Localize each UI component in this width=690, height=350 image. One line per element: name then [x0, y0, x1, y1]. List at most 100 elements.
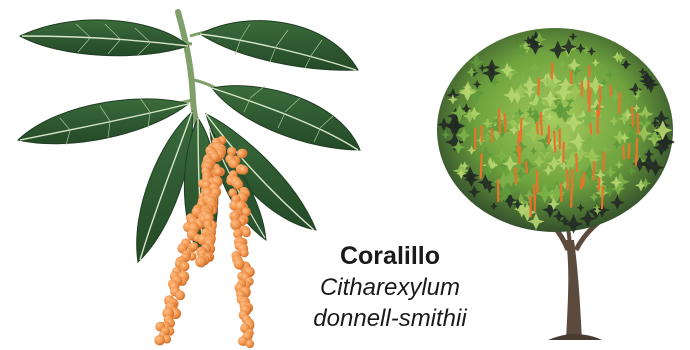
crown-leaf — [524, 125, 543, 144]
flower-spike — [588, 88, 592, 113]
crown-leaf — [594, 180, 607, 193]
flower-spike — [535, 121, 539, 135]
crown-leaf — [503, 86, 520, 104]
crown-leaf — [513, 107, 526, 119]
crown-leaf — [594, 169, 607, 181]
common-name: Coralillo — [339, 242, 440, 270]
fruit-berry — [179, 261, 190, 272]
crown-leaf — [497, 159, 511, 173]
crown-leaf — [492, 115, 504, 127]
crown-leaf — [548, 40, 568, 60]
crown-leaf — [652, 139, 670, 157]
flower-spike — [609, 84, 613, 98]
flower-spike — [631, 106, 634, 127]
flower-spike — [622, 145, 626, 160]
flower-spike — [582, 171, 586, 187]
crown-leaf — [563, 151, 582, 170]
crown-leaf — [577, 110, 590, 123]
crown-leaf — [515, 72, 530, 88]
crown-leaf — [576, 203, 585, 212]
flower-spike — [592, 160, 596, 181]
leaf — [18, 19, 189, 57]
crown-leaf — [501, 168, 521, 188]
crown-leaf — [572, 159, 586, 173]
crown-leaf — [649, 130, 661, 142]
flower-spike — [490, 128, 494, 143]
crown-leaf — [535, 122, 554, 141]
crown-leaf — [492, 121, 504, 133]
crown-leaf — [463, 123, 478, 138]
crown-leaf — [596, 177, 606, 187]
crown-leaf — [557, 128, 575, 147]
crown-leaf — [578, 108, 599, 128]
flower-spike — [532, 184, 536, 204]
crown-leaf — [621, 130, 641, 150]
crown-leaf — [634, 178, 648, 192]
flower-spike — [517, 147, 521, 164]
crown-leaf — [468, 54, 485, 70]
crown-leaf — [546, 156, 562, 171]
crown-leaf — [588, 204, 603, 219]
crown-leaf — [541, 89, 560, 108]
crown-leaf — [636, 105, 654, 123]
crown-leaf — [450, 104, 469, 122]
scientific-name-line-2: donnell-smithii — [313, 305, 467, 332]
fruit-berry — [238, 165, 249, 175]
crown-leaf — [553, 82, 574, 102]
crown-leaf — [608, 89, 622, 103]
crown-leaf — [481, 156, 499, 174]
crown-leaf — [456, 127, 472, 143]
crown-leaf — [556, 70, 571, 85]
crown-leaf — [451, 140, 466, 155]
crown-leaf — [521, 110, 531, 119]
crown-leaf — [552, 137, 573, 158]
crown-leaf — [497, 182, 516, 200]
fruit-berry — [230, 218, 242, 231]
crown-leaf — [460, 103, 472, 115]
flower-spike — [627, 142, 631, 159]
crown-leaf — [623, 109, 633, 120]
flower-spike — [636, 112, 640, 135]
fruit-berry — [233, 258, 245, 270]
crown-leaf — [511, 192, 531, 212]
crown-leaf — [638, 67, 647, 76]
flower-spike — [596, 109, 600, 135]
flower-spike — [537, 77, 541, 96]
crown-leaf — [545, 77, 561, 93]
crown-leaf — [652, 120, 673, 141]
crown-leaf — [610, 172, 630, 192]
crown-leaf — [567, 58, 582, 72]
crown-leaf — [547, 197, 561, 211]
crown-leaf — [541, 201, 559, 219]
crown-leaf — [462, 108, 478, 124]
crown-leaf — [620, 60, 630, 70]
crown-leaf — [458, 83, 477, 102]
crown-leaf — [529, 146, 538, 156]
fruit-berry — [245, 339, 255, 349]
tree-trunk — [566, 240, 582, 340]
crown-leaf — [494, 110, 508, 125]
crown-leaf — [611, 181, 626, 196]
fruit-berry — [232, 179, 244, 190]
fruit-berry — [240, 248, 249, 258]
crown-leaf — [646, 158, 665, 177]
crown-leaf — [520, 75, 539, 94]
crown-leaf — [587, 46, 597, 56]
crown-leaf — [632, 92, 641, 101]
crown-leaf — [483, 181, 496, 194]
crown-leaf — [532, 154, 546, 169]
crown-leaf — [466, 66, 477, 78]
crown-leaf — [637, 113, 651, 127]
crown-leaf — [650, 117, 661, 128]
crown-leaf — [437, 117, 451, 132]
fruit-berry — [195, 256, 207, 268]
crown-leaf — [635, 124, 653, 143]
crown-leaf — [611, 139, 622, 150]
crown-leaf — [592, 203, 601, 212]
crown-leaf — [542, 164, 554, 177]
crown-leaf — [527, 212, 545, 230]
crown-leaf — [611, 51, 623, 63]
crown-leaf — [513, 200, 531, 218]
flower-spike — [618, 91, 622, 115]
crown-leaf — [501, 155, 519, 172]
